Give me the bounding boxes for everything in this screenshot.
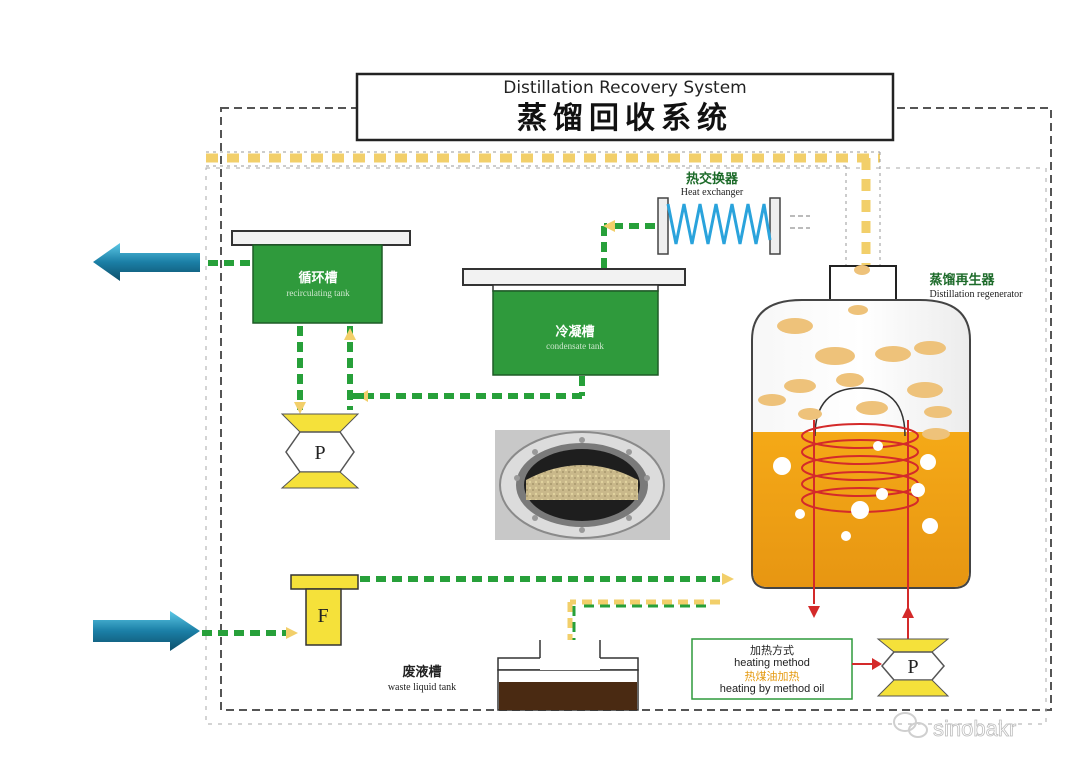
exchanger-coil [666,203,772,245]
waste-tank-zh: 废液槽 [402,664,441,680]
heating-coil [801,420,919,604]
title-box: Distillation Recovery System 蒸馏回收系统 [355,72,895,142]
heating-method-box: 加热方式 heating method 热煤油加热 heating by met… [691,638,882,700]
left-pump-label: P [314,442,325,464]
right-pump: P [876,638,950,697]
heating-oil-en: heating by method oil [720,683,825,695]
recirculating-tank-zh: 循环槽 [298,270,337,286]
filter-label: F [317,605,328,627]
sight-glass-window [495,430,670,540]
title-english: Distillation Recovery System [503,78,747,98]
heating-method-zh: 加热方式 [750,643,794,657]
heating-method-en: heating method [734,657,810,669]
heat-exchanger-en: Heat exchanger [681,187,744,198]
waste-liquid-tank: 废液槽 waste liquid tank [388,640,639,711]
title-chinese: 蒸馏回收系统 [517,101,733,136]
waste-tank-en: waste liquid tank [388,682,456,693]
filter: F [290,574,359,646]
condensate-tank-zh: 冷凝槽 [555,324,594,340]
recirculating-tank: 循环槽 recirculating tank [231,230,411,324]
heating-oil-zh: 热煤油加热 [745,669,800,683]
wechat-icon [893,712,928,738]
right-pump-label: P [907,656,918,678]
regenerator-en: Distillation regenerator [929,289,1023,300]
vapor-pipe [206,151,881,278]
watermark-text: sinobakr [933,716,1016,741]
left-pump: P [280,413,360,489]
inlet-arrow-icon [93,611,200,651]
outlet-arrow-icon [93,243,200,281]
inner-boundary [205,167,1047,725]
heat-exchanger: 热交换器 Heat exchanger [657,171,810,255]
recirculation-flow [208,260,364,414]
condensate-tank: 冷凝槽 condensate tank [462,268,686,376]
recirculating-tank-en: recirculating tank [286,288,350,298]
bubbles [773,441,938,541]
regenerator-zh: 蒸馏再生器 [929,272,995,288]
heat-exchanger-zh: 热交换器 [686,171,739,187]
feed-flow [202,573,734,666]
condensate-tank-en: condensate tank [546,341,604,351]
distillation-regenerator: 蒸馏再生器 Distillation regenerator [751,265,1023,640]
steam-plumes [758,265,952,440]
watermark: sinobakr [893,712,1017,741]
